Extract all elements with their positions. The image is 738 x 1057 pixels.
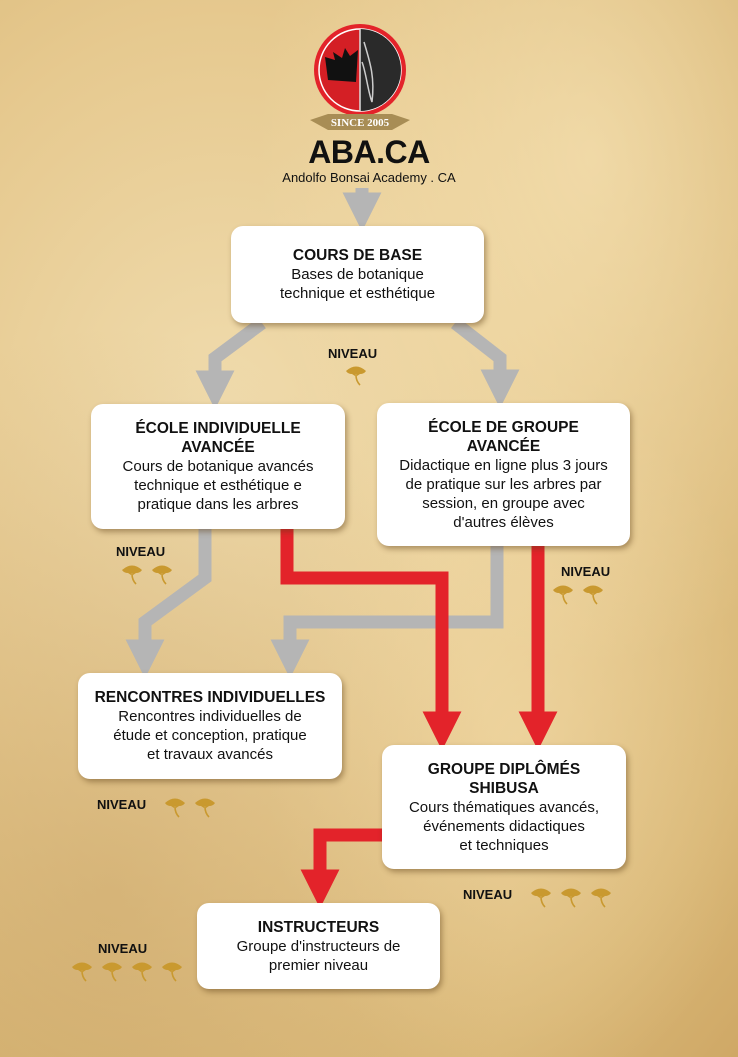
arrow-individuelle-to-shibusa <box>280 529 462 751</box>
box-title: SHIBUSA <box>469 779 539 797</box>
ginkgo-leaf-icon <box>195 798 215 818</box>
box-line: et techniques <box>459 836 549 854</box>
level-label-shibusa: NIVEAU <box>463 887 513 902</box>
ginkgo-leaf-icon <box>531 888 551 908</box>
box-title: ÉCOLE INDIVIDUELLE <box>135 420 301 437</box>
level-leaves-groupe <box>551 583 605 605</box>
box-title: RENCONTRES INDIVIDUELLES <box>94 689 326 706</box>
ginkgo-leaf-icon <box>591 888 611 908</box>
level-label-groupe: NIVEAU <box>561 564 611 579</box>
brand-title: ABA.CA <box>308 134 430 170</box>
level-leaves-rencontres <box>163 796 217 818</box>
ginkgo-leaf-icon <box>346 366 366 386</box>
ginkgo-leaf-icon <box>162 962 182 982</box>
box-line: étude et conception, pratique <box>113 727 307 744</box>
box-ecole-individuelle: ÉCOLE INDIVIDUELLE AVANCÉE Cours de bota… <box>91 404 345 529</box>
ginkgo-leaf-icon <box>152 565 172 585</box>
box-title: COURS DE BASE <box>292 247 423 264</box>
box-cours-de-base: COURS DE BASE Bases de botanique techniq… <box>231 226 484 323</box>
level-label-base: NIVEAU <box>328 346 378 361</box>
box-title: AVANCÉE <box>466 437 541 455</box>
level-label-rencontres: NIVEAU <box>97 797 147 812</box>
level-label-individuelle: NIVEAU <box>116 544 166 559</box>
box-line: pratique dans les arbres <box>137 496 299 513</box>
level-leaves-individuelle <box>120 563 174 585</box>
arrow-groupe-to-rencontres <box>270 546 504 679</box>
box-line: et travaux avancés <box>147 746 273 763</box>
ginkgo-leaf-icon <box>583 585 603 605</box>
box-line: technique et esthétique e <box>134 477 302 494</box>
arrow-individuelle-to-rencontres <box>125 529 212 679</box>
ginkgo-leaf-icon <box>132 962 152 982</box>
level-label-instructeurs: NIVEAU <box>98 941 148 956</box>
box-title: INSTRUCTEURS <box>257 918 380 936</box>
logo-banner-text: SINCE 2005 <box>331 117 390 129</box>
box-line: Cours de botanique avancés <box>122 458 314 475</box>
box-title: AVANCÉE <box>181 439 255 456</box>
ginkgo-leaf-icon <box>72 962 92 982</box>
level-leaves-instructeurs <box>70 960 184 982</box>
box-line: Cours thématiques avancés, <box>408 798 600 816</box>
box-line: d'autres élèves <box>453 513 554 531</box>
box-instructeurs: INSTRUCTEURS Groupe d'instructeurs de pr… <box>197 903 440 989</box>
box-title: ÉCOLE DE GROUPE <box>428 418 579 436</box>
ginkgo-leaf-icon <box>102 962 122 982</box>
brand-subtitle: Andolfo Bonsai Academy . CA <box>282 170 456 185</box>
box-line: technique et esthétique <box>279 285 436 302</box>
arrow-base-to-groupe <box>451 317 520 409</box>
box-line: Rencontres individuelles de <box>118 708 302 725</box>
arrow-base-to-individuelle <box>195 317 266 410</box>
box-line: Didactique en ligne plus 3 jours <box>399 456 608 474</box>
ginkgo-leaf-icon <box>122 565 142 585</box>
box-line: de pratique sur les arbres par <box>405 475 602 493</box>
arrow-shibusa-to-instructeurs <box>300 828 382 909</box>
ginkgo-leaf-icon <box>165 798 185 818</box>
box-line: événements didactiques <box>423 817 585 835</box>
box-line: Bases de botanique <box>291 266 424 283</box>
ginkgo-leaf-icon <box>553 585 573 605</box>
level-leaves-shibusa <box>529 886 613 908</box>
box-line: Groupe d'instructeurs de <box>236 937 401 955</box>
box-rencontres: RENCONTRES INDIVIDUELLES Rencontres indi… <box>78 673 342 779</box>
level-leaves-base <box>344 364 368 386</box>
ginkgo-leaf-icon <box>561 888 581 908</box>
box-line: premier niveau <box>268 956 369 974</box>
box-line: session, en groupe avec <box>422 494 585 512</box>
box-shibusa: GROUPE DIPLÔMÉS SHIBUSA Cours thématique… <box>382 745 626 869</box>
box-ecole-groupe: ÉCOLE DE GROUPE AVANCÉE Didactique en li… <box>377 403 630 546</box>
aba-logo: SINCE 2005 <box>310 24 410 130</box>
box-title: GROUPE DIPLÔMÉS <box>427 760 581 778</box>
